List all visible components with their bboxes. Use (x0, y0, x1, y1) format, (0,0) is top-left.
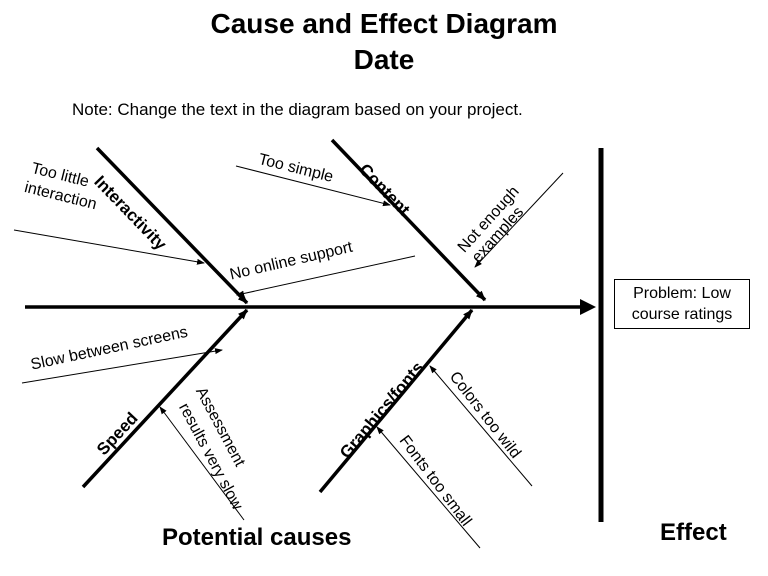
problem-box: Problem: Low course ratings (614, 279, 750, 329)
bone-speed (81, 308, 249, 489)
diagram-title: Cause and Effect Diagram (210, 8, 558, 39)
arrow-assessment (159, 406, 245, 521)
bone-content (330, 138, 487, 302)
arrow-colors-too-wild (429, 365, 533, 487)
problem-line1: Problem: Low (633, 285, 731, 302)
bone-interactivity (95, 146, 249, 305)
arrow-too-simple (235, 165, 391, 207)
diagram-subtitle: Date (353, 44, 415, 75)
note-text: Note: Change the text in the diagram bas… (72, 100, 523, 119)
arrow-fonts-too-small (376, 426, 481, 549)
arrow-not-enough-examples (474, 172, 564, 268)
problem-line2: course ratings (631, 306, 733, 323)
effect-label: Effect (660, 519, 727, 546)
potential-causes-label: Potential causes (162, 524, 352, 551)
arrow-slow-between-screens (21, 348, 223, 384)
arrow-too-little-interaction (13, 229, 205, 265)
arrow-no-online-support (236, 255, 416, 297)
bone-graphics (318, 308, 474, 494)
